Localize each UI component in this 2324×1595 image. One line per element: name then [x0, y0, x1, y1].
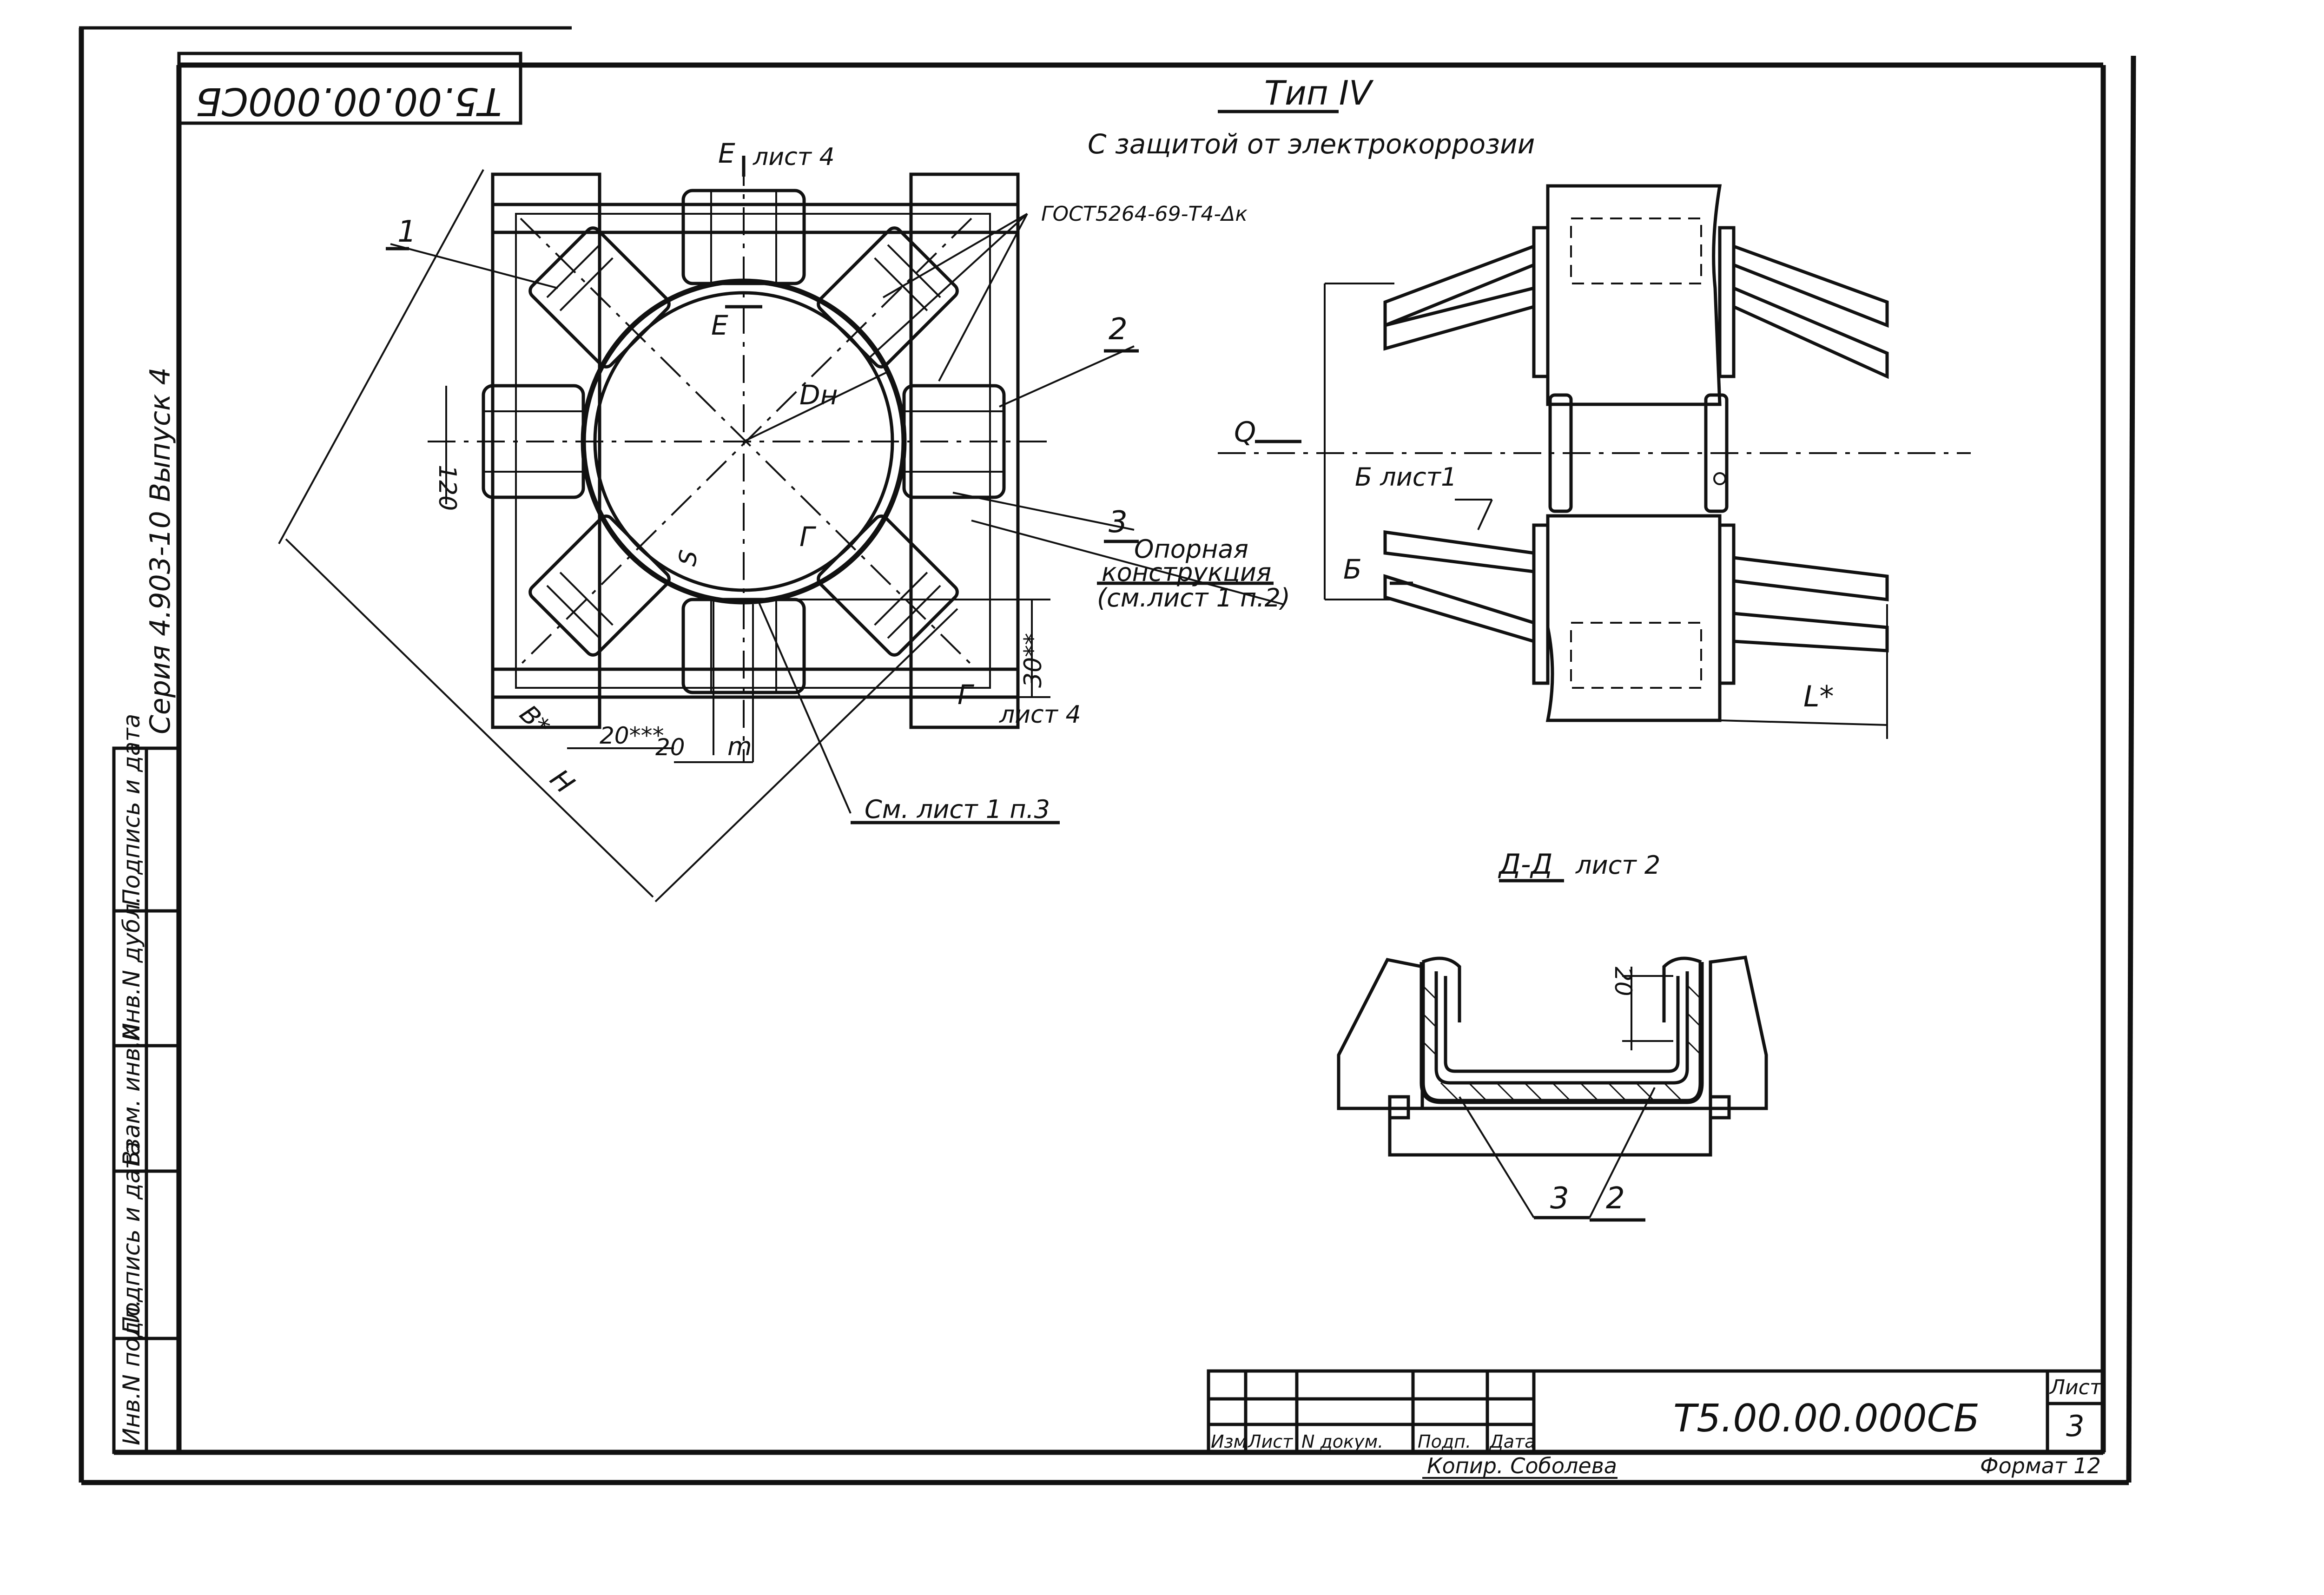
- series-note: Серия 4.903-10 Выпуск 4: [144, 367, 177, 734]
- tb-col-list: Лист: [1247, 1431, 1294, 1452]
- section-hatching: [1421, 984, 1702, 1102]
- rotated-code-text: Т5.00.00.000СБ: [195, 79, 502, 123]
- stamp-field-vzam: Взам. инв.N: [118, 1023, 145, 1167]
- copied-by: Копир. Соболева: [1427, 1453, 1617, 1478]
- label-e-mid: Е: [711, 310, 728, 341]
- section-pos3: 3: [1550, 1181, 1569, 1216]
- tb-col-podp: Подп.: [1418, 1431, 1471, 1452]
- label-dn: Dн: [799, 379, 838, 411]
- label-gost: ГОСТ5264-69-Т4-Δк: [1041, 202, 1248, 226]
- dim-30: 30**: [1019, 633, 1047, 688]
- support-label-2: конструкция: [1102, 558, 1271, 587]
- label-s: S: [673, 548, 704, 568]
- stamp-field-sign-date-1: Подпись и дата: [118, 1141, 145, 1334]
- dim-h: Н: [544, 763, 581, 800]
- label-e-top: Е: [718, 138, 735, 169]
- label-sheet4-top: лист 4: [753, 143, 835, 171]
- sheet-frame: [79, 26, 2136, 1485]
- section-sheet: лист 2: [1575, 850, 1660, 880]
- dim-m: m: [727, 732, 752, 761]
- section-title: Д-Д: [1498, 848, 1552, 881]
- see-sheet-label: См. лист 1 п.3: [865, 795, 1050, 824]
- tb-col-data: Дата: [1489, 1431, 1535, 1452]
- label-b-sheet1: Б лист1: [1355, 462, 1457, 492]
- label-q: Q: [1234, 416, 1256, 448]
- label-sheet4-bot: лист 4: [999, 701, 1081, 729]
- sheet-number: 3: [2066, 1409, 2084, 1443]
- label-g-mid: Г: [799, 521, 817, 553]
- left-stamp: Инв.N подл. Подпись и дата Взам. инв.N И…: [112, 714, 181, 1454]
- side-view: [1218, 184, 1971, 739]
- section-view: [1337, 879, 1768, 1222]
- stamp-field-sign-date-2: Подпись и дата: [118, 714, 145, 906]
- main-view: [278, 156, 1283, 903]
- label-b: Б: [1343, 554, 1362, 585]
- title-block: [1207, 1369, 2105, 1454]
- drawing-type-title: Тип IV: [1264, 73, 1374, 112]
- support-label-3: (см.лист 1 п.2): [1097, 583, 1290, 613]
- dim-b: В*: [514, 699, 556, 741]
- dim-20a: 20***: [600, 722, 664, 749]
- stamp-field-inv-podl: Инв.N подл.: [118, 1299, 145, 1445]
- drawing-subtitle: С защитой от электрокоррозии: [1088, 128, 1535, 160]
- label-pos3: 3: [1109, 505, 1128, 540]
- dim-120: 120: [433, 465, 461, 511]
- label-g-bot: Г: [957, 679, 975, 711]
- label-pos1: 1: [397, 215, 416, 249]
- tb-col-ndocum: N докум.: [1301, 1431, 1383, 1452]
- tb-col-izm: Изм: [1211, 1431, 1247, 1452]
- sheet-label: Лист: [2049, 1376, 2102, 1399]
- section-dim-20: 20: [1610, 967, 1637, 996]
- label-pos2: 2: [1109, 312, 1128, 347]
- title-block-code: Т5.00.00.000СБ: [1673, 1397, 1980, 1441]
- dim-20b: 20: [655, 734, 685, 761]
- format-label: Формат 12: [1980, 1453, 2101, 1478]
- section-pos2: 2: [1606, 1181, 1625, 1216]
- rotated-code-stamp: Т5.00.00.000СБ: [177, 52, 522, 125]
- label-l: L*: [1803, 679, 1834, 713]
- stamp-field-inv-dubl: Инв.N дубл.: [118, 896, 145, 1041]
- support-label-1: Опорная: [1134, 534, 1248, 564]
